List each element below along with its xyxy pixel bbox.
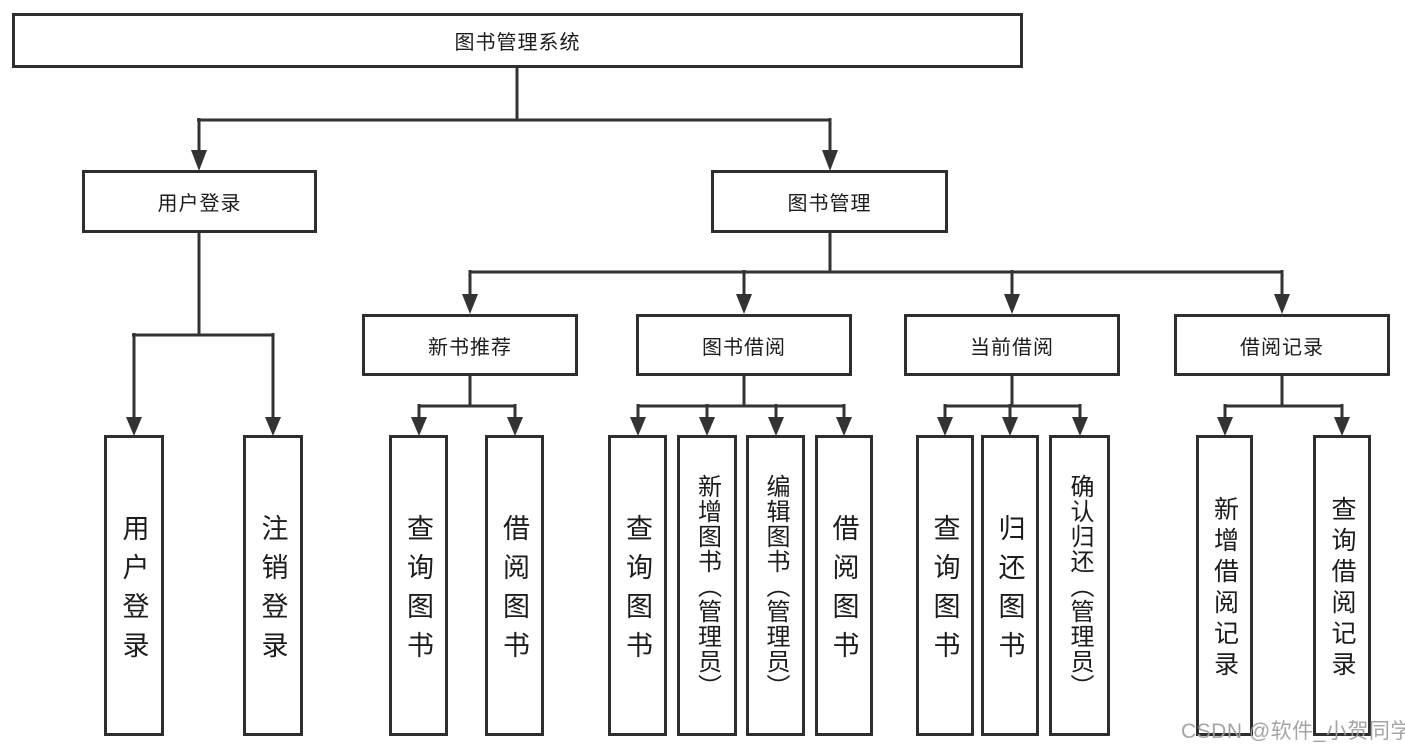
leaf-borrow-books-recommend: 借阅图书: [485, 435, 544, 736]
leaf-borrow-books-borrowing-label: 借阅图书: [828, 513, 859, 670]
node-book-management-label: 图书管理: [787, 193, 872, 215]
leaf-query-books-borrowing-label: 查询图书: [622, 513, 652, 670]
leaf-add-book-admin: 新增图书（管理员）: [677, 435, 737, 736]
node-root: 图书管理系统: [12, 13, 1023, 68]
leaf-query-books-borrowing: 查询图书: [608, 435, 667, 736]
leaf-add-borrow-record-label: 新增借阅记录: [1210, 495, 1239, 682]
node-borrowing-records-label: 借阅记录: [1240, 336, 1324, 359]
node-new-book-recommendation: 新书推荐: [362, 314, 578, 376]
leaf-add-book-admin-label: 新增图书（管理员）: [693, 473, 721, 699]
node-current-borrowing-label: 当前借阅: [970, 336, 1054, 359]
leaf-confirm-return-admin-label: 确认归还（管理员）: [1066, 473, 1093, 699]
node-book-borrowing: 图书借阅: [636, 314, 852, 376]
leaf-query-borrow-record: 查询借阅记录: [1313, 435, 1371, 736]
leaf-return-books-label: 归还图书: [994, 513, 1025, 670]
node-user-login-label: 用户登录: [157, 193, 242, 215]
leaf-logout-label: 注销登录: [257, 513, 288, 670]
node-borrowing-records: 借阅记录: [1174, 314, 1390, 376]
csdn-watermark: CSDN @软件_小贺同学: [1181, 720, 1405, 743]
node-current-borrowing: 当前借阅: [904, 314, 1120, 376]
leaf-edit-book-admin-label: 编辑图书（管理员）: [762, 473, 789, 699]
leaf-add-borrow-record: 新增借阅记录: [1196, 435, 1253, 736]
leaf-user-login: 用户登录: [104, 435, 164, 736]
node-root-label: 图书管理系统: [454, 32, 581, 54]
leaf-confirm-return-admin: 确认归还（管理员）: [1049, 435, 1110, 736]
leaf-query-books-current: 查询图书: [916, 435, 974, 736]
leaf-query-borrow-record-label: 查询借阅记录: [1328, 495, 1356, 682]
node-new-book-recommendation-label: 新书推荐: [428, 336, 512, 359]
node-book-borrowing-label: 图书借阅: [702, 336, 786, 359]
node-user-login: 用户登录: [82, 170, 317, 233]
leaf-logout: 注销登录: [243, 435, 303, 736]
leaf-user-login-label: 用户登录: [118, 513, 149, 670]
leaf-return-books: 归还图书: [981, 435, 1039, 736]
leaf-edit-book-admin: 编辑图书（管理员）: [746, 435, 805, 736]
leaf-borrow-books-borrowing: 借阅图书: [815, 435, 873, 736]
leaf-borrow-books-recommend-label: 借阅图书: [499, 513, 529, 670]
leaf-query-books-recommend: 查询图书: [389, 435, 448, 736]
node-book-management: 图书管理: [711, 170, 948, 233]
leaf-query-books-recommend-label: 查询图书: [403, 513, 433, 670]
leaf-query-books-current-label: 查询图书: [929, 513, 960, 670]
